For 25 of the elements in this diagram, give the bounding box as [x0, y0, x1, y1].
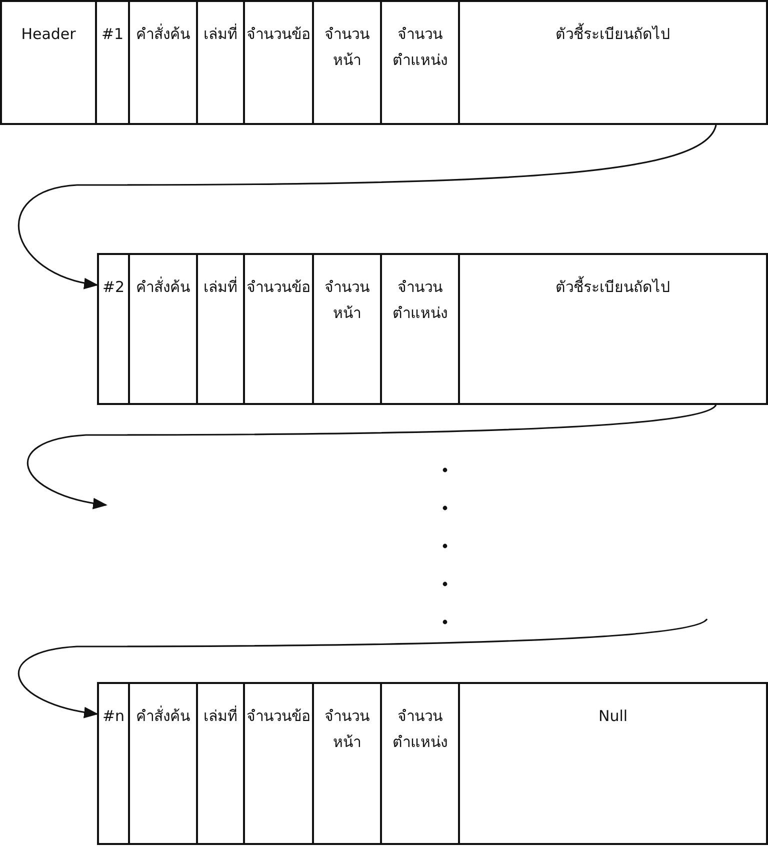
record-field: คำสั่งค้น: [128, 0, 198, 125]
record-field: #1: [95, 0, 130, 125]
record-field: Null: [458, 682, 768, 845]
record-field: จำนวนตำแหน่ง: [380, 682, 460, 845]
record-field: จำนวนตำแหน่ง: [380, 253, 460, 405]
record-field: #2: [97, 253, 130, 405]
record-field: จำนวนข้อ: [243, 682, 314, 845]
record-field: คำสั่งค้น: [128, 253, 198, 405]
arrow: [18, 124, 717, 288]
record-field: เล่มที่: [196, 253, 245, 405]
record-field: Header: [0, 0, 97, 125]
record-field: เล่มที่: [196, 0, 245, 125]
record-field: จำนวนตำแหน่ง: [380, 0, 460, 125]
record-field: ตัวชี้ระเบียนถัดไป: [458, 0, 768, 125]
record-field: จำนวนหน้า: [312, 682, 382, 845]
record-field: เล่มที่: [196, 682, 245, 845]
record-field: ตัวชี้ระเบียนถัดไป: [458, 253, 768, 405]
record-field: คำสั่งค้น: [128, 682, 198, 845]
record-field: จำนวนข้อ: [243, 0, 314, 125]
arrow: [27, 404, 716, 509]
record-field: จำนวนหน้า: [312, 0, 382, 125]
record-field: #n: [97, 682, 130, 845]
record-field: จำนวนหน้า: [312, 253, 382, 405]
arrow: [18, 618, 708, 718]
record-field: จำนวนข้อ: [243, 253, 314, 405]
